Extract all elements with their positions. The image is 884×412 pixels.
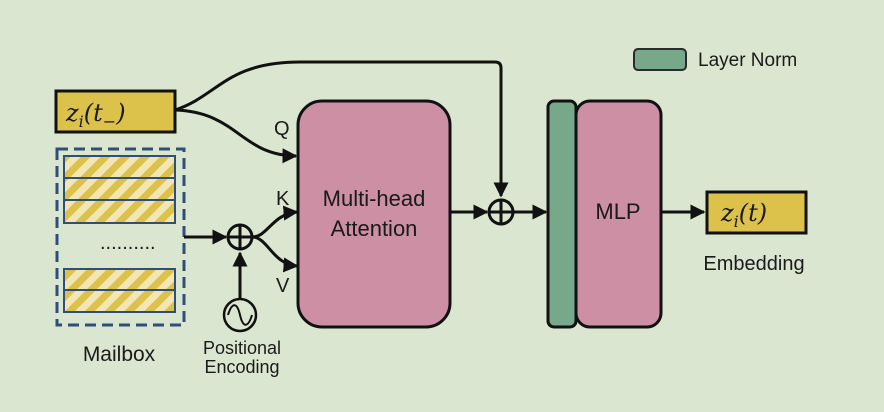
attention-label-line1: Multi-head <box>323 186 426 211</box>
mailbox-slot <box>63 155 176 180</box>
multi-head-attention-block: Multi-head Attention <box>296 99 452 329</box>
positional-encoding-source: Positional Encoding <box>203 251 281 377</box>
prev-to-q-arrow <box>174 108 298 164</box>
mailbox-slot <box>63 289 176 313</box>
mailbox-slot <box>63 177 176 202</box>
attention-label-line2: Attention <box>331 216 418 241</box>
embedding-caption: Embedding <box>703 253 804 275</box>
mlp-label: MLP <box>595 199 640 224</box>
prev-embedding-box: zi(t−) <box>54 89 177 134</box>
legend-layer-norm-label: Layer Norm <box>698 50 797 71</box>
output-embedding-label: zi(t) <box>720 199 767 231</box>
mailbox-slot <box>63 268 176 292</box>
q-label: Q <box>274 118 290 140</box>
residual-skip-arrow <box>174 60 509 198</box>
legend: Layer Norm <box>633 48 797 71</box>
k-label: K <box>276 188 290 210</box>
residual-adder <box>487 198 515 226</box>
v-label: V <box>276 275 290 297</box>
layer-norm-block <box>546 99 578 329</box>
positional-adder <box>226 223 254 251</box>
adder-to-k-arrow <box>251 205 299 239</box>
prev-embedding-label: zi(t−) <box>65 99 126 131</box>
legend-layer-norm-swatch <box>633 48 687 71</box>
output-embedding-box: zi(t) Embedding <box>703 190 808 275</box>
positional-encoding-line1: Positional <box>203 338 281 358</box>
positional-encoding-line2: Encoding <box>204 357 279 377</box>
mlp-block: MLP <box>574 99 663 329</box>
mailbox: .......... Mailbox <box>55 147 186 366</box>
mailbox-slot <box>63 199 176 224</box>
mailbox-label: Mailbox <box>83 343 156 366</box>
mailbox-ellipsis: .......... <box>100 232 156 254</box>
adder-to-v-arrow <box>251 235 299 273</box>
